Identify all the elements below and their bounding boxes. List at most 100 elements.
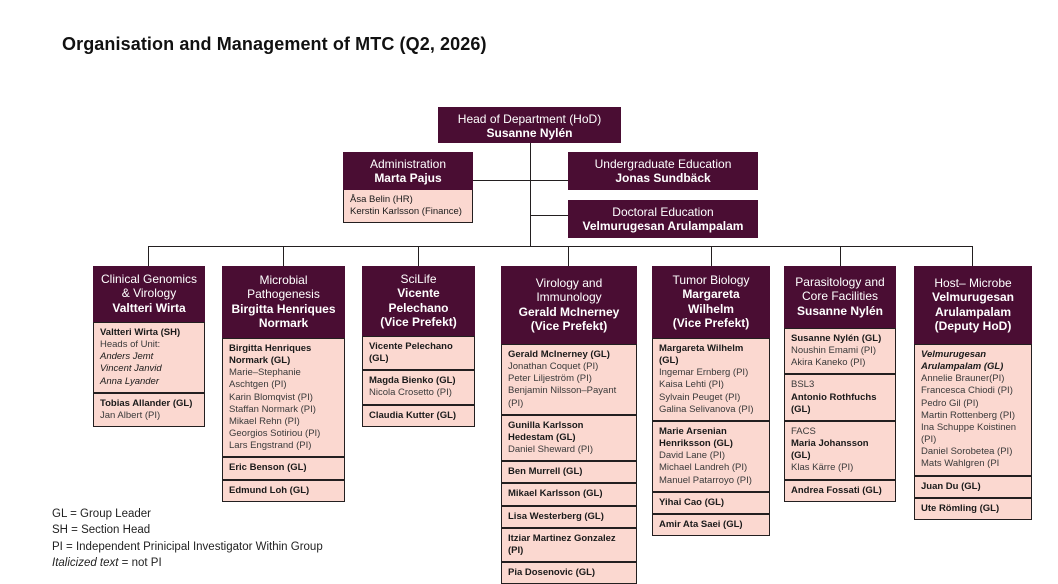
node-doctoral-education[interactable]: Doctoral Education Velmurugesan Arulampa… [568, 200, 758, 238]
list-item: Manuel Patarroyo (PI) [659, 474, 752, 486]
node-administration[interactable]: Administration Marta Pajus [343, 152, 473, 190]
group-box[interactable]: Ute Römling (GL) [914, 497, 1032, 520]
group-box[interactable]: Claudia Kutter (GL) [362, 404, 475, 427]
administration-person: Marta Pajus [374, 171, 442, 186]
list-item: Claudia Kutter (GL) [369, 409, 457, 421]
group-box[interactable]: Juan Du (GL) [914, 475, 1032, 498]
list-item: Birgitta Henriques Normark (GL) [229, 343, 312, 367]
list-item: Andrea Fossati (GL) [791, 484, 882, 496]
legend-line-gl: GL = Group Leader [52, 508, 151, 520]
list-item: Edmund Loh (GL) [229, 484, 310, 496]
list-item: Kerstin Karlsson (Finance) [350, 206, 462, 218]
column-role: Clinical Genomics& Virology [100, 272, 198, 301]
list-item: FACS [791, 425, 816, 437]
list-item: Mikael Karlsson (GL) [508, 488, 603, 500]
column-suffix: (Deputy HoD) [934, 318, 1012, 333]
list-item: Klas Kärre (PI) [791, 462, 854, 474]
group-box[interactable]: Amir Ata Saei (GL) [652, 513, 770, 537]
connector-admin-to-spine [473, 180, 531, 181]
connector-drop-col6 [840, 246, 841, 266]
group-box[interactable]: Pia Dosenovic (GL) [501, 562, 637, 584]
list-item: Nicola Crosetto (PI) [369, 387, 452, 399]
group-box[interactable]: Mikael Karlsson (GL) [501, 483, 637, 506]
group-box[interactable]: Vicente Pelechano (GL) [362, 336, 475, 371]
legend-italic-rest: = not PI [118, 556, 162, 569]
list-item: Gerald McInerney (GL) [508, 349, 610, 360]
list-item: Sylvain Peuget (PI) [659, 391, 741, 403]
list-item: Ingemar Ernberg (PI) [659, 367, 749, 379]
list-item: Amir Ata Saei (GL) [659, 518, 743, 530]
list-item: Jan Albert (PI) [100, 409, 161, 421]
list-item: Vicente Pelechano (GL) [369, 341, 453, 365]
list-item: Gunilla Karlsson Hedestam (GL) [508, 419, 584, 443]
connector-hod-spine [530, 142, 531, 247]
group-box[interactable]: Marie Arsenian Henriksson (GL)David Lane… [652, 420, 770, 492]
list-item: Lars Engstrand (PI) [229, 440, 312, 452]
group-box[interactable]: Margareta Wilhelm (GL)Ingemar Ernberg (P… [652, 338, 770, 421]
group-box[interactable]: Gerald McInerney (GL)Jonathan Coquet (PI… [501, 344, 637, 415]
list-item: Ute Römling (GL) [921, 502, 1000, 514]
group-box[interactable]: Velmurugesan Arulampalam (GL)Annelie Bra… [914, 344, 1032, 476]
group-box[interactable]: Yihai Cao (GL) [652, 491, 770, 514]
list-item: Åsa Belin (HR) [350, 194, 413, 205]
group-box[interactable]: Magda Bienko (GL)Nicola Crosetto (PI) [362, 370, 475, 405]
list-item: Itziar Martinez Gonzalez (PI) [508, 532, 616, 556]
list-item: Peter Liljeström (PI) [508, 373, 592, 385]
group-box[interactable]: Lisa Westerberg (GL) [501, 505, 637, 528]
list-item: Susanne Nylén (GL) [791, 333, 882, 344]
legend-italic-term: Italicized text [52, 556, 119, 569]
list-item: Tobias Allander (GL) [100, 397, 193, 409]
column-suffix: (Vice Prefekt) [672, 315, 750, 330]
doctoral-role: Doctoral Education [612, 205, 714, 219]
group-box[interactable]: Susanne Nylén (GL)Noushin Emami (PI)Akir… [784, 328, 896, 375]
hod-person: Susanne Nylén [486, 126, 573, 141]
undergraduate-role: Undergraduate Education [594, 157, 732, 171]
group-box[interactable]: Valtteri Wirta (SH)Heads of Unit:Anders … [93, 322, 205, 393]
group-box[interactable]: Itziar Martinez Gonzalez (PI) [501, 527, 637, 563]
list-item: Vincent Janvid [100, 363, 162, 375]
connector-drop-col5 [711, 246, 712, 266]
node-undergraduate-education[interactable]: Undergraduate Education Jonas Sundbäck [568, 152, 758, 190]
list-item: Jonathan Coquet (PI) [508, 361, 599, 373]
group-box[interactable]: Tobias Allander (GL)Jan Albert (PI) [93, 392, 205, 428]
list-item: Francesca Chiodi (PI) [921, 385, 1013, 397]
list-item: BSL3 [791, 379, 815, 391]
list-item: Michael Landreh (PI) [659, 462, 748, 474]
group-box[interactable]: Andrea Fossati (GL) [784, 479, 896, 502]
legend-line-pi: PI = Independent Prinicipal Investigator… [52, 540, 323, 553]
connector-drop-col1 [148, 246, 149, 266]
list-item: Martin Rottenberg (PI) [921, 409, 1015, 421]
group-box[interactable]: Gunilla Karlsson Hedestam (GL)Daniel She… [501, 414, 637, 462]
column-role: SciLife [400, 272, 437, 287]
list-item: Marie Arsenian Henriksson (GL) [659, 425, 733, 450]
list-item: Margareta Wilhelm (GL) [659, 343, 744, 367]
connector-drop-col3 [418, 246, 419, 266]
list-item: Kaisa Lehti (PI) [659, 379, 724, 391]
undergraduate-person: Jonas Sundbäck [615, 171, 711, 186]
list-item: Ina Schuppe Koistinen (PI) [921, 421, 1017, 446]
administration-members: Åsa Belin (HR) Kerstin Karlsson (Finance… [343, 190, 473, 224]
node-head-of-department[interactable]: Head of Department (HoD) Susanne Nylén [438, 107, 621, 143]
group-box[interactable]: Birgitta Henriques Normark (GL)Marie–Ste… [222, 338, 345, 458]
group-box[interactable]: Edmund Loh (GL) [222, 479, 345, 502]
legend: GL = Group Leader SH = Section Head PI =… [52, 506, 323, 571]
legend-line-sh: SH = Section Head [52, 524, 151, 537]
list-item: Anders Jemt [100, 351, 154, 363]
group-box[interactable]: Ben Murrell (GL) [501, 461, 637, 484]
group-box[interactable]: Eric Benson (GL) [222, 457, 345, 480]
